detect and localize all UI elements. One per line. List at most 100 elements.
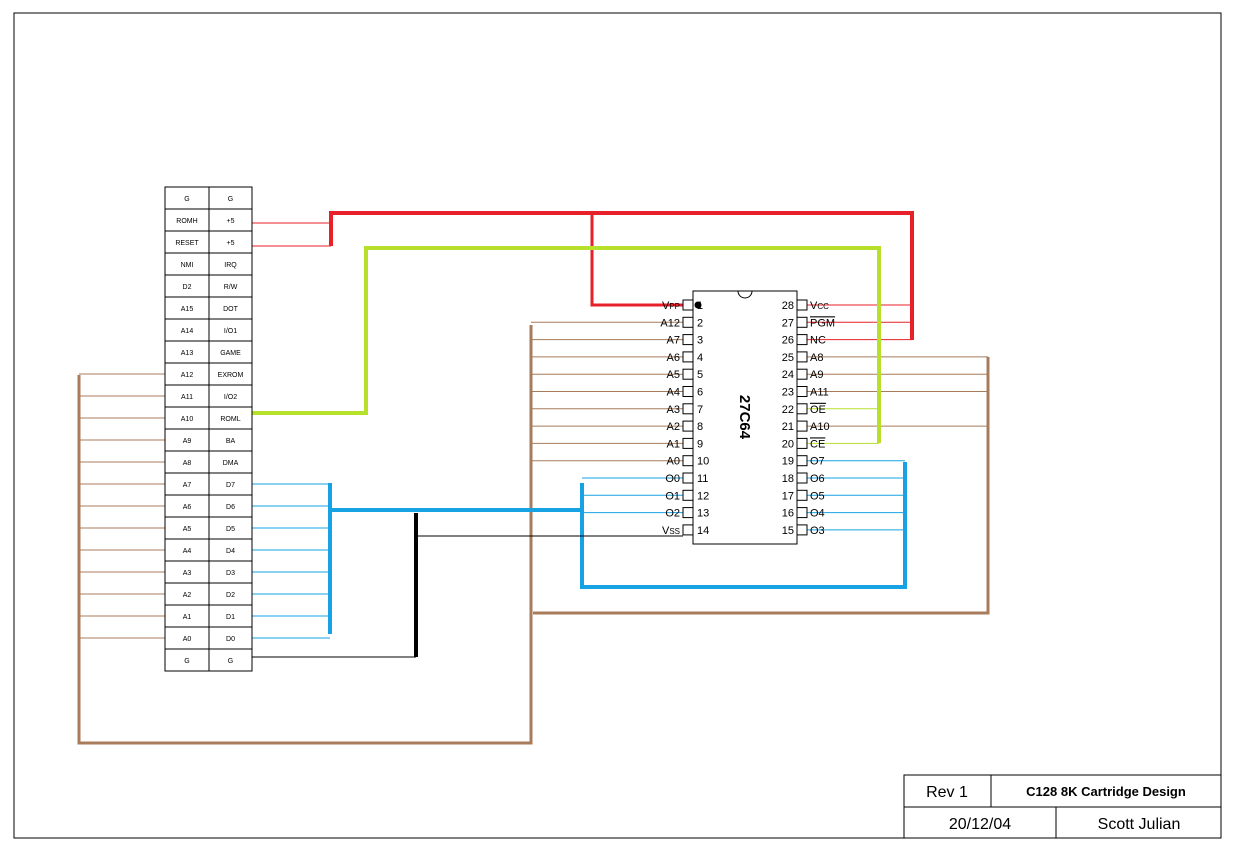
pin-label-o0: O0 bbox=[665, 473, 680, 485]
pin-number: 6 bbox=[697, 387, 703, 399]
pin-number: 1 bbox=[697, 300, 703, 312]
connector-label-g: G bbox=[228, 196, 233, 203]
pin-number: 26 bbox=[782, 335, 794, 347]
chip-pin-box bbox=[682, 351, 694, 363]
address-bus-left bbox=[77, 325, 533, 745]
chip-pin-box bbox=[682, 489, 694, 501]
connector-cell-right bbox=[208, 648, 253, 672]
pin1-dot bbox=[694, 301, 702, 309]
pin-number: 8 bbox=[697, 421, 703, 433]
connector-label-d0: D0 bbox=[226, 636, 235, 643]
pin-label-ce: CE bbox=[810, 438, 825, 450]
connector-label-a2: A2 bbox=[183, 592, 192, 599]
connector-label-nmi: NMI bbox=[181, 262, 194, 269]
connector-label-dot: DOT bbox=[223, 306, 239, 313]
pin-label-a3: A3 bbox=[667, 404, 680, 416]
pin-label-oe: OE bbox=[810, 404, 826, 416]
connector-label-r-w: R/W bbox=[224, 284, 238, 291]
chip-pin-box bbox=[682, 299, 694, 311]
pin-number: 21 bbox=[782, 421, 794, 433]
connector-label-a11: A11 bbox=[181, 394, 193, 401]
chip-pin-box bbox=[682, 472, 694, 484]
connector-label-a10: A10 bbox=[181, 416, 194, 423]
connector-label-g: G bbox=[184, 196, 189, 203]
pin-number: 18 bbox=[782, 473, 794, 485]
connector-label-d4: D4 bbox=[226, 548, 235, 555]
design-date: 20/12/04 bbox=[949, 816, 1011, 833]
chip-pin-box bbox=[796, 334, 808, 346]
connector-label-game: GAME bbox=[220, 350, 241, 357]
connector-label-a0: A0 bbox=[183, 636, 192, 643]
connector-label-a3: A3 bbox=[183, 570, 192, 577]
chip-pin-box bbox=[682, 437, 694, 449]
chip-pin-box bbox=[796, 437, 808, 449]
chip-pin-box bbox=[796, 455, 808, 467]
pin-label-a12: A12 bbox=[660, 317, 680, 329]
connector-label-exrom: EXROM bbox=[218, 372, 244, 379]
chip-pin-box bbox=[796, 386, 808, 397]
pin-label-a0: A0 bbox=[667, 456, 680, 468]
pin-number: 15 bbox=[782, 525, 794, 537]
pin-number: 7 bbox=[697, 404, 703, 416]
pin-number: 24 bbox=[782, 369, 794, 381]
connector-label-d6: D6 bbox=[226, 504, 235, 511]
connector-label-d2: D2 bbox=[183, 284, 192, 291]
connector-label-d3: D3 bbox=[226, 570, 235, 577]
connector-label-5: +5 bbox=[227, 240, 235, 247]
pin-label-o5: O5 bbox=[810, 490, 825, 502]
pin-label-vss: VSS bbox=[662, 525, 680, 537]
pin-number: 5 bbox=[697, 369, 703, 381]
connector-label-d2: D2 bbox=[226, 592, 235, 599]
chip-pin-box bbox=[682, 368, 694, 380]
connector-label-g: G bbox=[184, 658, 189, 665]
pin-number: 4 bbox=[697, 352, 703, 364]
chip-pin-box bbox=[682, 524, 694, 536]
connector-label-5: +5 bbox=[227, 218, 235, 225]
chip-pin-box bbox=[796, 403, 808, 415]
connector-label-irq: IRQ bbox=[224, 262, 237, 269]
pin-label-o3: O3 bbox=[810, 525, 825, 537]
connector-label-a5: A5 bbox=[183, 526, 192, 533]
connector-label-a6: A6 bbox=[183, 504, 192, 511]
pin-number: 10 bbox=[697, 456, 709, 468]
connector-label-ba: BA bbox=[226, 438, 236, 445]
chip-pin-box bbox=[796, 316, 808, 328]
connector-label-dma: DMA bbox=[223, 460, 239, 467]
chip-pin-box bbox=[796, 489, 808, 501]
connector-label-a15: A15 bbox=[181, 306, 194, 313]
pin-label-o6: O6 bbox=[810, 473, 825, 485]
connector-label-reset: RESET bbox=[175, 240, 199, 247]
chip-pin-box bbox=[682, 316, 694, 328]
connector-label-a1: A1 bbox=[183, 614, 192, 621]
power-bus bbox=[329, 211, 914, 340]
connector-label-a7: A7 bbox=[183, 482, 192, 489]
pin-label-a2: A2 bbox=[667, 421, 680, 433]
connector-label-a4: A4 bbox=[183, 548, 192, 555]
power-vpp bbox=[590, 213, 683, 307]
pin-number: 16 bbox=[782, 508, 794, 520]
chip-pin-box bbox=[682, 507, 694, 519]
pin-number: 11 bbox=[697, 473, 708, 485]
pin-label-a9: A9 bbox=[810, 369, 823, 381]
connector-label-romh: ROMH bbox=[176, 218, 197, 225]
connector-label-a9: A9 bbox=[183, 438, 192, 445]
pin-number: 3 bbox=[697, 335, 703, 347]
pin-number: 23 bbox=[782, 387, 794, 399]
chip-pin-box bbox=[682, 403, 694, 415]
chip-pin-box bbox=[682, 455, 694, 467]
chip-pin-box bbox=[682, 334, 694, 346]
chip-body bbox=[692, 290, 798, 545]
pin-number: 25 bbox=[782, 352, 794, 364]
pin-label-a11: A11 bbox=[810, 387, 829, 399]
pin-number: 27 bbox=[782, 317, 794, 329]
pin-number: 13 bbox=[697, 508, 709, 520]
connector-label-a8: A8 bbox=[183, 460, 192, 467]
connector-label-g: G bbox=[228, 658, 233, 665]
pin-label-vcc: VCC bbox=[810, 300, 829, 312]
pin-number: 22 bbox=[782, 404, 794, 416]
pin-number: 19 bbox=[782, 456, 794, 468]
connector-label-i-o1: I/O1 bbox=[224, 328, 237, 335]
pin-number: 9 bbox=[697, 438, 703, 450]
